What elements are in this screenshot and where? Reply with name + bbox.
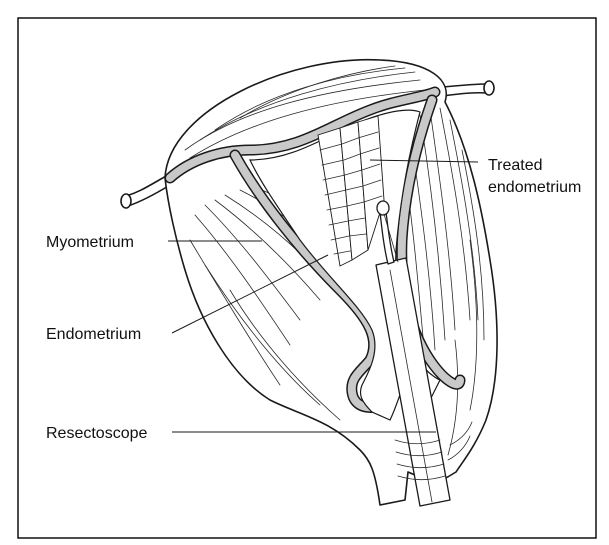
resectoscope-loop: [377, 201, 389, 215]
myometrium-label: Myometrium: [46, 234, 134, 251]
treated-endometrium-label-line1: Treated: [488, 157, 543, 174]
endometrium-label: Endometrium: [46, 326, 141, 343]
resectoscope-label: Resectoscope: [46, 425, 147, 442]
treated-endometrium-label-line2: endometrium: [488, 179, 581, 196]
